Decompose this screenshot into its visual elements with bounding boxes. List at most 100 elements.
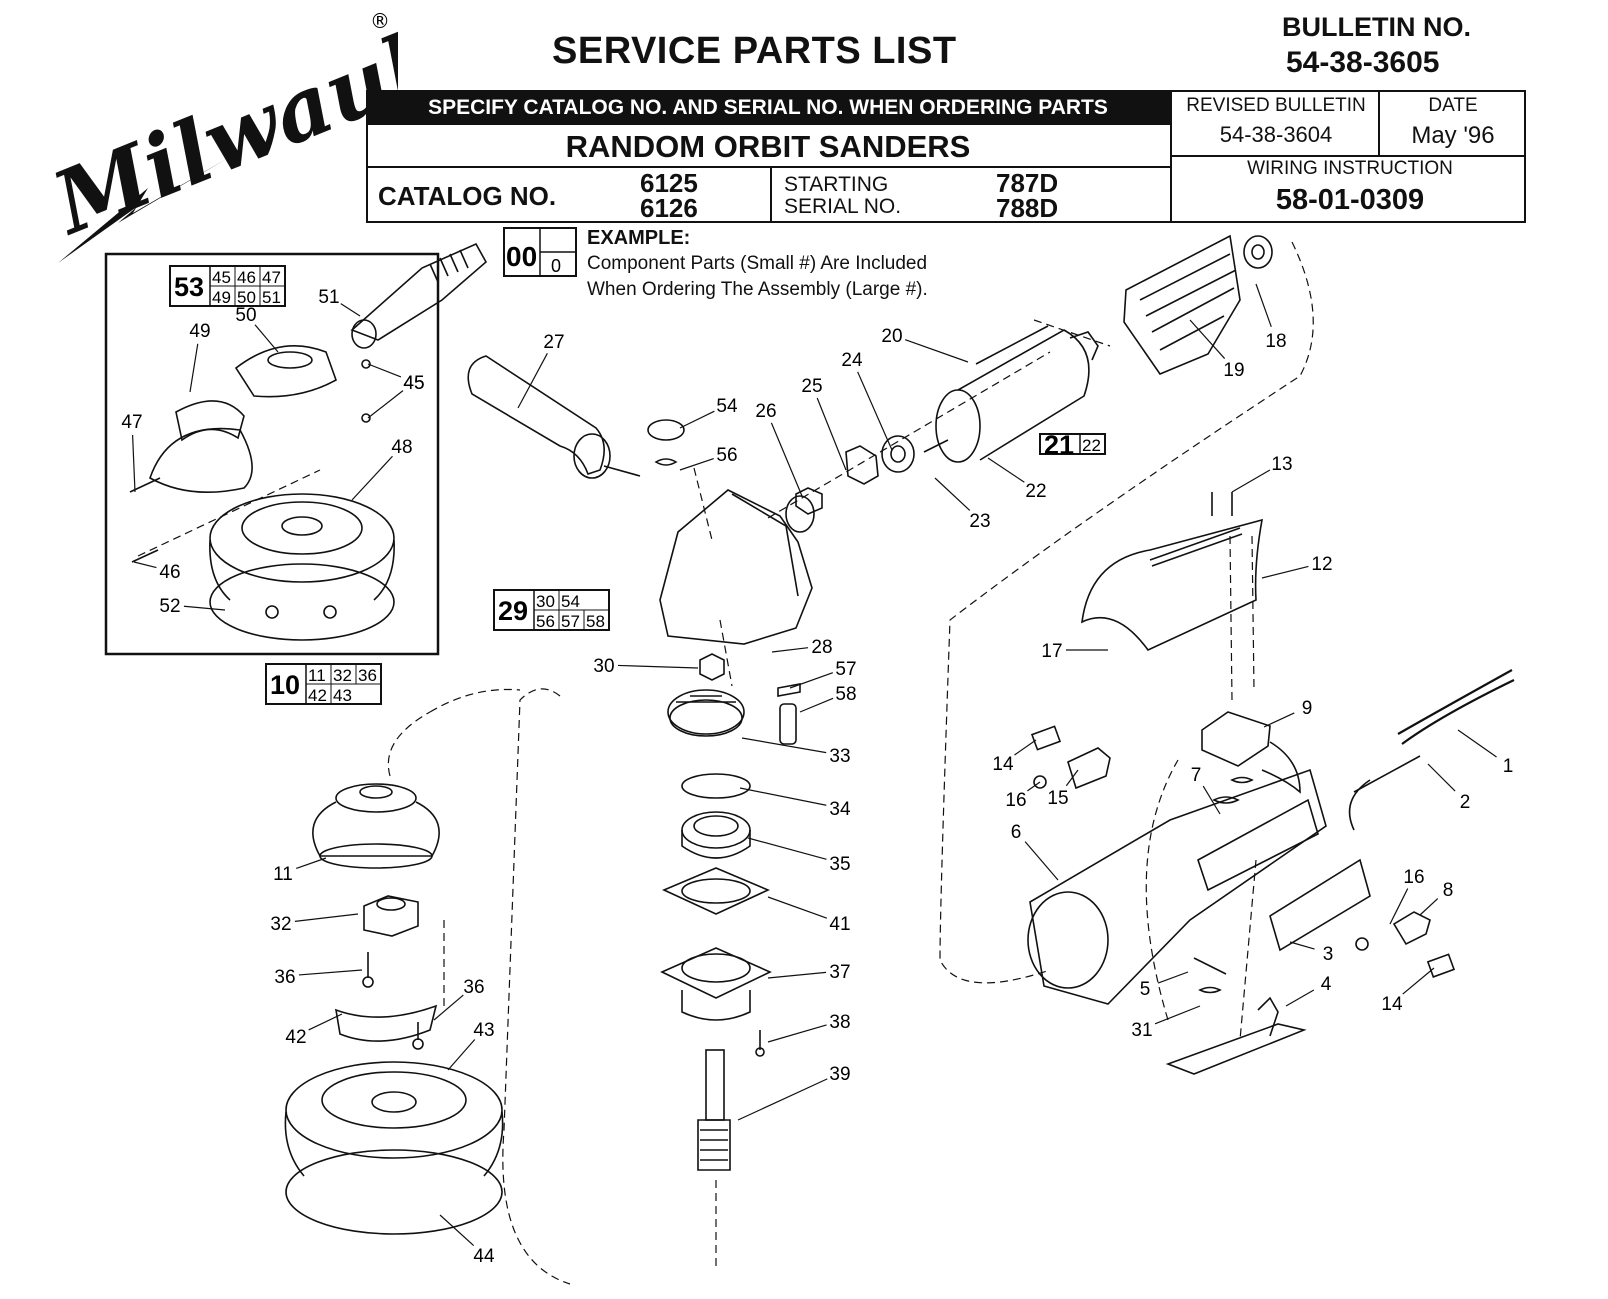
part-number-label: 41 — [829, 914, 850, 935]
leader-line — [1261, 565, 1309, 579]
part-number-label: 8 — [1443, 880, 1454, 901]
leader-line — [447, 1039, 476, 1071]
part-number-label: 57 — [835, 659, 856, 680]
callout-45: 45 — [367, 373, 425, 419]
part-number-label: 42 — [285, 1027, 306, 1048]
leader-line — [987, 457, 1025, 483]
part-number-label: 43 — [473, 1020, 494, 1041]
callout-1: 1 — [1457, 729, 1513, 777]
part-number-label: 36 — [274, 967, 295, 988]
catalog-numbers: 6125 6126 — [640, 168, 698, 221]
leader-line — [1255, 283, 1272, 328]
leader-line — [767, 971, 827, 979]
part-number-label: 31 — [1131, 1020, 1152, 1041]
callout-41: 41 — [767, 896, 851, 935]
leader-line — [1027, 781, 1041, 792]
part-number-label: 14 — [992, 754, 1014, 775]
callout-24: 24 — [841, 350, 893, 451]
leader-line — [1014, 739, 1037, 756]
assembly-number: 53 — [174, 272, 204, 302]
callout-43: 43 — [447, 1020, 495, 1071]
date-label: DATE — [1428, 95, 1478, 116]
callout-52: 52 — [159, 596, 226, 617]
callout-33: 33 — [741, 737, 851, 767]
callout-8: 8 — [1419, 880, 1454, 916]
part-number-label: 45 — [403, 373, 424, 394]
assembly-path-lines — [387, 241, 1314, 1285]
assembly-number: 29 — [498, 596, 528, 626]
callout-51: 51 — [318, 287, 361, 317]
part-number-label: 50 — [235, 305, 256, 326]
part-number-label: 49 — [189, 321, 210, 342]
part-number-label: 2 — [1460, 792, 1471, 813]
leader-line — [189, 343, 199, 393]
callout-9: 9 — [1263, 698, 1312, 728]
example-line: When Ordering The Assembly (Large #). — [587, 279, 928, 300]
leader-line — [1419, 898, 1439, 916]
component-number: 43 — [333, 686, 352, 705]
example-big-number: 00 — [506, 241, 537, 272]
part-number-label: 20 — [881, 326, 902, 347]
leader-line — [340, 303, 361, 317]
component-number: 58 — [586, 612, 605, 631]
leader-line — [747, 837, 827, 860]
part-number-label: 13 — [1271, 454, 1292, 475]
callout-28: 28 — [771, 637, 833, 658]
callout-30: 30 — [593, 656, 699, 677]
leader-line — [679, 457, 714, 471]
leader-line — [741, 737, 827, 754]
callout-31: 31 — [1131, 1005, 1201, 1041]
part-number-label: 17 — [1041, 641, 1062, 662]
leader-line — [1457, 729, 1497, 758]
product-name: RANDOM ORBIT SANDERS — [565, 129, 971, 164]
component-number: 47 — [262, 268, 281, 287]
callout-20: 20 — [881, 326, 969, 363]
catalog-number: 6125 — [640, 168, 698, 198]
serial-label: STARTING SERIAL NO. — [784, 173, 902, 218]
leader-line — [771, 647, 809, 653]
part-number-label: 51 — [318, 287, 339, 308]
callout-49: 49 — [189, 321, 211, 393]
component-number: 22 — [1082, 436, 1101, 455]
part-number-label: 45 — [403, 373, 424, 394]
serial-numbers: 787D 788D — [996, 168, 1059, 221]
leader-line — [131, 434, 136, 493]
divider — [1170, 155, 1526, 157]
component-number: 57 — [561, 612, 580, 631]
example-heading: EXAMPLE: — [587, 227, 691, 249]
revised-bulletin-label: REVISED BULLETIN — [1186, 95, 1366, 116]
part-number-label: 44 — [473, 1246, 495, 1267]
serial-number: 787D — [996, 168, 1059, 198]
assembly-number: 21 — [1044, 430, 1074, 460]
part-number-label: 30 — [593, 656, 614, 677]
leader-line — [1189, 319, 1226, 359]
callout-36: 36 — [274, 967, 363, 988]
leader-line — [308, 1013, 343, 1031]
callout-3: 3 — [1289, 941, 1333, 965]
part-number-label: 48 — [391, 437, 412, 458]
bulletin-label: BULLETIN NO. — [1282, 12, 1471, 42]
callout-37: 37 — [767, 962, 851, 983]
part-number-label: 5 — [1140, 979, 1151, 1000]
part-number-label: 23 — [969, 511, 990, 532]
catalog-label: CATALOG NO. — [378, 181, 557, 211]
callout-13: 13 — [1231, 454, 1293, 493]
part-number-label: 11 — [273, 864, 293, 885]
callout-5: 5 — [1140, 971, 1189, 1000]
divider — [770, 166, 772, 223]
bulletin-number: 54-38-3605 — [1286, 46, 1440, 79]
part-number-label: 37 — [829, 962, 850, 983]
accessory-inset-frame — [104, 252, 440, 656]
callout-19: 19 — [1189, 319, 1245, 381]
callout-16: 16 — [1389, 867, 1425, 925]
part-number-label: 27 — [543, 332, 564, 353]
callout-23: 23 — [934, 477, 991, 532]
component-number: 46 — [237, 268, 256, 287]
leader-line — [1024, 841, 1059, 881]
component-number: 36 — [358, 666, 377, 685]
leader-line — [1402, 967, 1435, 995]
leader-line — [367, 363, 402, 378]
part-number-label: 14 — [1381, 994, 1403, 1015]
part-number-label: 38 — [829, 1012, 850, 1033]
